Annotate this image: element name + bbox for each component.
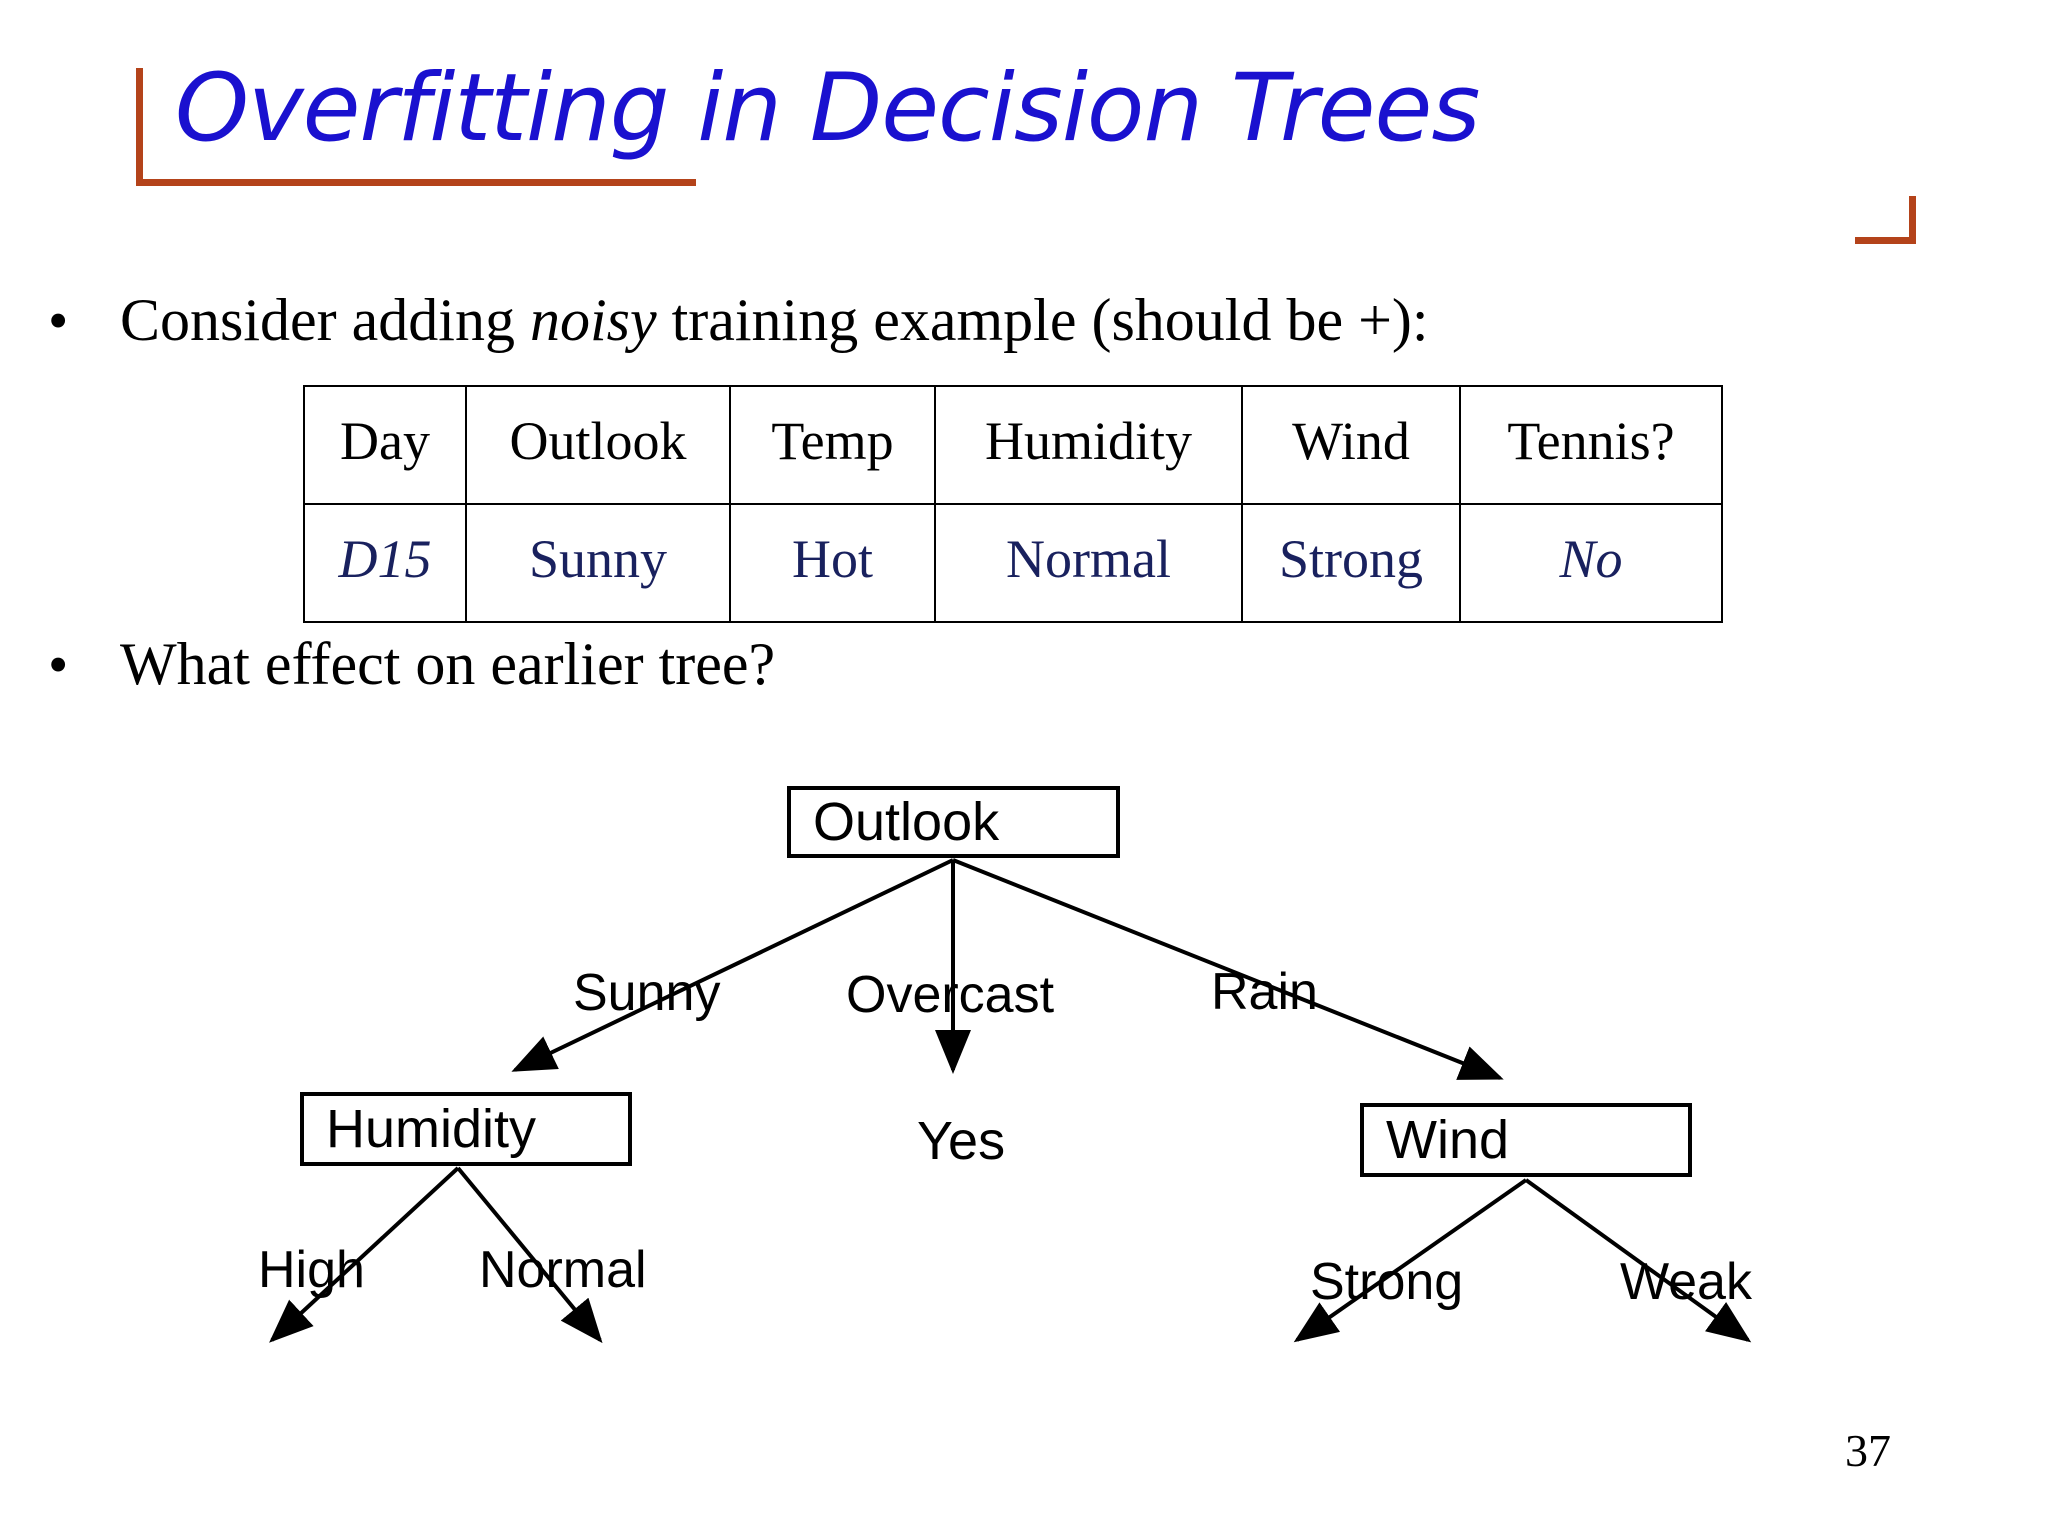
tree-leaf-yes: Yes: [917, 1111, 1006, 1171]
tree-node-outlook-label: Outlook: [813, 792, 1000, 852]
table-header-outlook: Outlook: [465, 385, 731, 505]
table-header-wind: Wind: [1241, 385, 1461, 505]
table-header-day: Day: [303, 385, 467, 505]
tree-node-humidity[interactable]: Humidity: [300, 1092, 632, 1166]
edge-label-rain: Rain: [1211, 963, 1318, 1021]
table-header-row: Day Outlook Temp Humidity Wind Tennis?: [303, 385, 1723, 505]
bullet-text-container: Consider adding noisy training example (…: [120, 286, 1429, 355]
bullet-text-before: Consider adding: [120, 287, 530, 353]
edge-wind-strong: [1293, 1178, 1528, 1343]
table-header-temp: Temp: [729, 385, 936, 505]
edge-label-normal: Normal: [479, 1241, 647, 1299]
edge-label-sunny: Sunny: [573, 964, 721, 1022]
edge-wind-weak: [1524, 1178, 1752, 1343]
bullet-text-after: training example (should be +):: [656, 287, 1429, 353]
table-cell-outlook: Sunny: [465, 503, 731, 623]
edge-label-high: High: [258, 1241, 365, 1299]
bullet-text: What effect on earlier tree?: [120, 631, 776, 697]
bullet-text-emphasis: noisy: [529, 287, 657, 353]
tree-node-humidity-label: Humidity: [326, 1099, 537, 1159]
bullet-marker-icon: •: [48, 632, 69, 697]
edge-label-weak: Weak: [1620, 1253, 1752, 1311]
title-bracket-left-vertical-rule: [136, 68, 143, 186]
table-header-humidity: Humidity: [934, 385, 1243, 505]
title-bracket-left-horizontal-rule: [136, 179, 696, 186]
tree-edges-svg: [269, 858, 1752, 1344]
edge-humidity-high: [269, 1166, 460, 1343]
table-cell-humidity: Normal: [934, 503, 1243, 623]
decision-tree-diagram: Outlook Humidity Wind Yes Sunny Overcast…: [0, 740, 2048, 1420]
table-header-tennis: Tennis?: [1459, 385, 1723, 505]
title-bracket-right-horizontal-rule: [1855, 237, 1916, 244]
bullet-item-consider-noisy-example: • Consider adding noisy training example…: [48, 286, 1429, 355]
edge-outlook-to-humidity: [511, 858, 954, 1072]
edge-label-overcast: Overcast: [846, 966, 1055, 1024]
tree-node-wind[interactable]: Wind: [1360, 1103, 1692, 1177]
edge-humidity-normal: [456, 1166, 603, 1344]
edge-label-strong: Strong: [1310, 1253, 1464, 1311]
table-cell-temp: Hot: [729, 503, 936, 623]
table-cell-wind: Strong: [1241, 503, 1461, 623]
tree-node-wind-label: Wind: [1386, 1110, 1510, 1170]
table-cell-day: D15: [303, 503, 467, 623]
tree-node-outlook[interactable]: Outlook: [787, 786, 1120, 858]
page-number: 37: [1845, 1425, 1891, 1476]
edge-outlook-to-wind: [952, 858, 1504, 1080]
title-bracket-right-vertical-rule: [1909, 196, 1916, 244]
page-title: Overfitting in Decision Trees: [175, 54, 1480, 163]
table-row: D15 Sunny Hot Normal Strong No: [303, 503, 1723, 623]
noisy-example-table: Day Outlook Temp Humidity Wind Tennis? D…: [303, 385, 1723, 623]
bullet-marker-icon: •: [48, 288, 69, 353]
table-cell-tennis: No: [1459, 503, 1723, 623]
bullet-item-what-effect: • What effect on earlier tree?: [48, 630, 775, 699]
